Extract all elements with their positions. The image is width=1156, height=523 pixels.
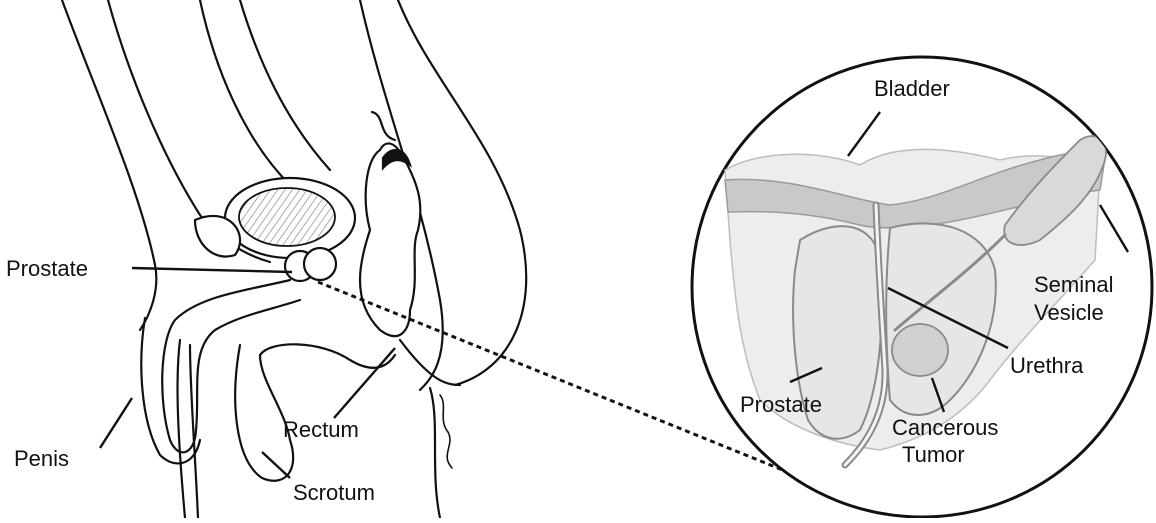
label-urethra: Urethra: [1010, 353, 1084, 378]
label-scrotum: Scrotum: [293, 480, 375, 505]
label-cancerous-line2: Tumor: [902, 442, 965, 467]
left-leader-lines: [100, 268, 795, 478]
label-prostate-left: Prostate: [6, 256, 88, 281]
cancerous-tumor: [892, 324, 948, 376]
scrotum-leader: [262, 452, 290, 478]
label-cancerous-line1: Cancerous: [892, 415, 998, 440]
penis-leader: [100, 398, 132, 448]
bladder-inner: [239, 188, 335, 246]
label-seminal-line2: Vesicle: [1034, 300, 1104, 325]
peritoneum-arc-2: [240, 0, 330, 170]
corpus: [178, 340, 185, 518]
label-rectum: Rectum: [283, 417, 359, 442]
label-penis: Penis: [14, 446, 69, 471]
anus-detail: [440, 395, 452, 468]
label-seminal-line1: Seminal: [1034, 272, 1113, 297]
perineum-line: [430, 388, 440, 518]
rectum-leader: [334, 348, 395, 418]
prostate-gland-2: [304, 248, 336, 280]
label-bladder: Bladder: [874, 76, 950, 101]
urethra-path: [162, 280, 300, 452]
label-prostate-right: Prostate: [740, 392, 822, 417]
rectum: [360, 143, 420, 336]
scrotum: [235, 344, 395, 480]
